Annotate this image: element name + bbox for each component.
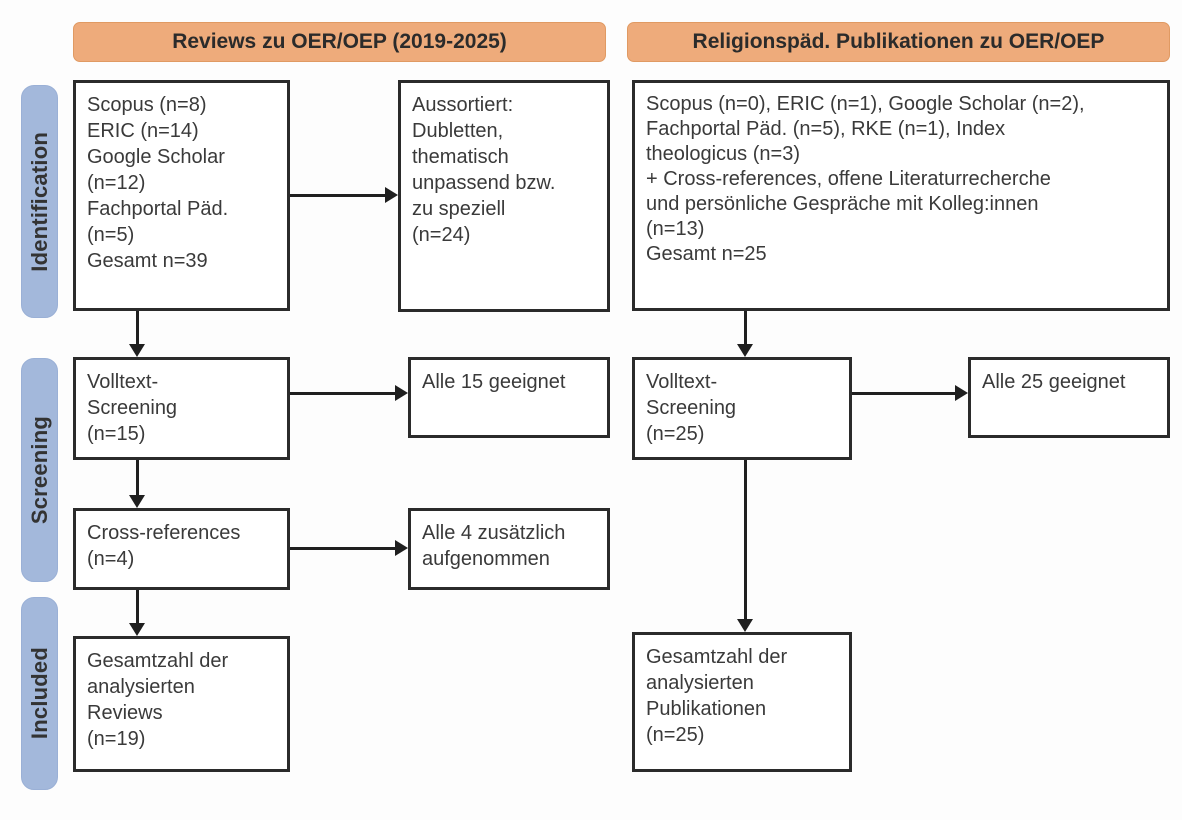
box-left-screening-text: Volltext- Screening (n=15) (87, 371, 178, 445)
box-right-screening: Volltext- Screening (n=25) (632, 357, 852, 460)
phase-label-screening: Screening (26, 415, 52, 525)
connector-right-screening-to-included (744, 460, 747, 619)
box-left-crossrefs-text: Cross-references (n=4) (87, 522, 241, 570)
connector-left-crossrefs-to-included (136, 590, 139, 623)
box-left-identification-text: Scopus (n=8) ERIC (n=14) Google Scholar … (87, 94, 229, 272)
box-left-crossrefs-result-text: Alle 4 zusätzlich aufgenommen (422, 522, 566, 570)
box-left-included: Gesamtzahl der analysierten Reviews (n=1… (73, 636, 290, 772)
connector-left-screening-to-crossrefs (136, 460, 139, 495)
column-header-left-label: Reviews zu OER/OEP (2019-2025) (172, 30, 507, 53)
connector-left-identification-to-screening (136, 311, 139, 344)
arrowhead-left-identification-to-excluded (385, 187, 398, 203)
connector-right-identification-to-screening (744, 311, 747, 344)
arrowhead-left-identification-to-screening (129, 344, 145, 357)
box-right-screening-text: Volltext- Screening (n=25) (646, 371, 737, 445)
box-left-screening-result-text: Alle 15 geeignet (422, 371, 566, 393)
box-left-excluded-text: Aussortiert: Dubletten, thematisch unpas… (412, 94, 556, 246)
phase-bar-screening: Screening (21, 358, 58, 582)
connector-left-identification-to-excluded (290, 194, 385, 197)
box-left-crossrefs-result: Alle 4 zusätzlich aufgenommen (408, 508, 610, 590)
phase-label-included: Included (26, 647, 52, 740)
arrowhead-left-screening-to-result (395, 385, 408, 401)
column-header-right: Religionspäd. Publikationen zu OER/OEP (627, 22, 1170, 62)
phase-bar-identification: Identification (21, 85, 58, 318)
box-right-included: Gesamtzahl der analysierten Publikatione… (632, 632, 852, 772)
arrowhead-right-identification-to-screening (737, 344, 753, 357)
phase-label-identification: Identification (26, 131, 52, 272)
phase-bar-included: Included (21, 597, 58, 790)
arrowhead-right-screening-to-result (955, 385, 968, 401)
box-left-screening: Volltext- Screening (n=15) (73, 357, 290, 460)
box-left-excluded: Aussortiert: Dubletten, thematisch unpas… (398, 80, 610, 312)
arrowhead-left-screening-to-crossrefs (129, 495, 145, 508)
connector-right-screening-to-result (852, 392, 955, 395)
arrowhead-left-crossrefs-to-included (129, 623, 145, 636)
box-right-included-text: Gesamtzahl der analysierten Publikatione… (646, 646, 788, 746)
box-left-crossrefs: Cross-references (n=4) (73, 508, 290, 590)
box-left-screening-result: Alle 15 geeignet (408, 357, 610, 438)
connector-left-crossrefs-to-result (290, 547, 395, 550)
column-header-right-label: Religionspäd. Publikationen zu OER/OEP (692, 30, 1105, 53)
arrowhead-right-screening-to-included (737, 619, 753, 632)
arrowhead-left-crossrefs-to-result (395, 540, 408, 556)
box-right-screening-result: Alle 25 geeignet (968, 357, 1170, 438)
box-left-included-text: Gesamtzahl der analysierten Reviews (n=1… (87, 650, 229, 750)
box-right-identification-text: Scopus (n=0), ERIC (n=1), Google Scholar… (646, 93, 1085, 265)
column-header-left: Reviews zu OER/OEP (2019-2025) (73, 22, 606, 62)
connector-left-screening-to-result (290, 392, 395, 395)
box-right-identification: Scopus (n=0), ERIC (n=1), Google Scholar… (632, 80, 1170, 311)
box-right-screening-result-text: Alle 25 geeignet (982, 371, 1126, 393)
box-left-identification: Scopus (n=8) ERIC (n=14) Google Scholar … (73, 80, 290, 311)
